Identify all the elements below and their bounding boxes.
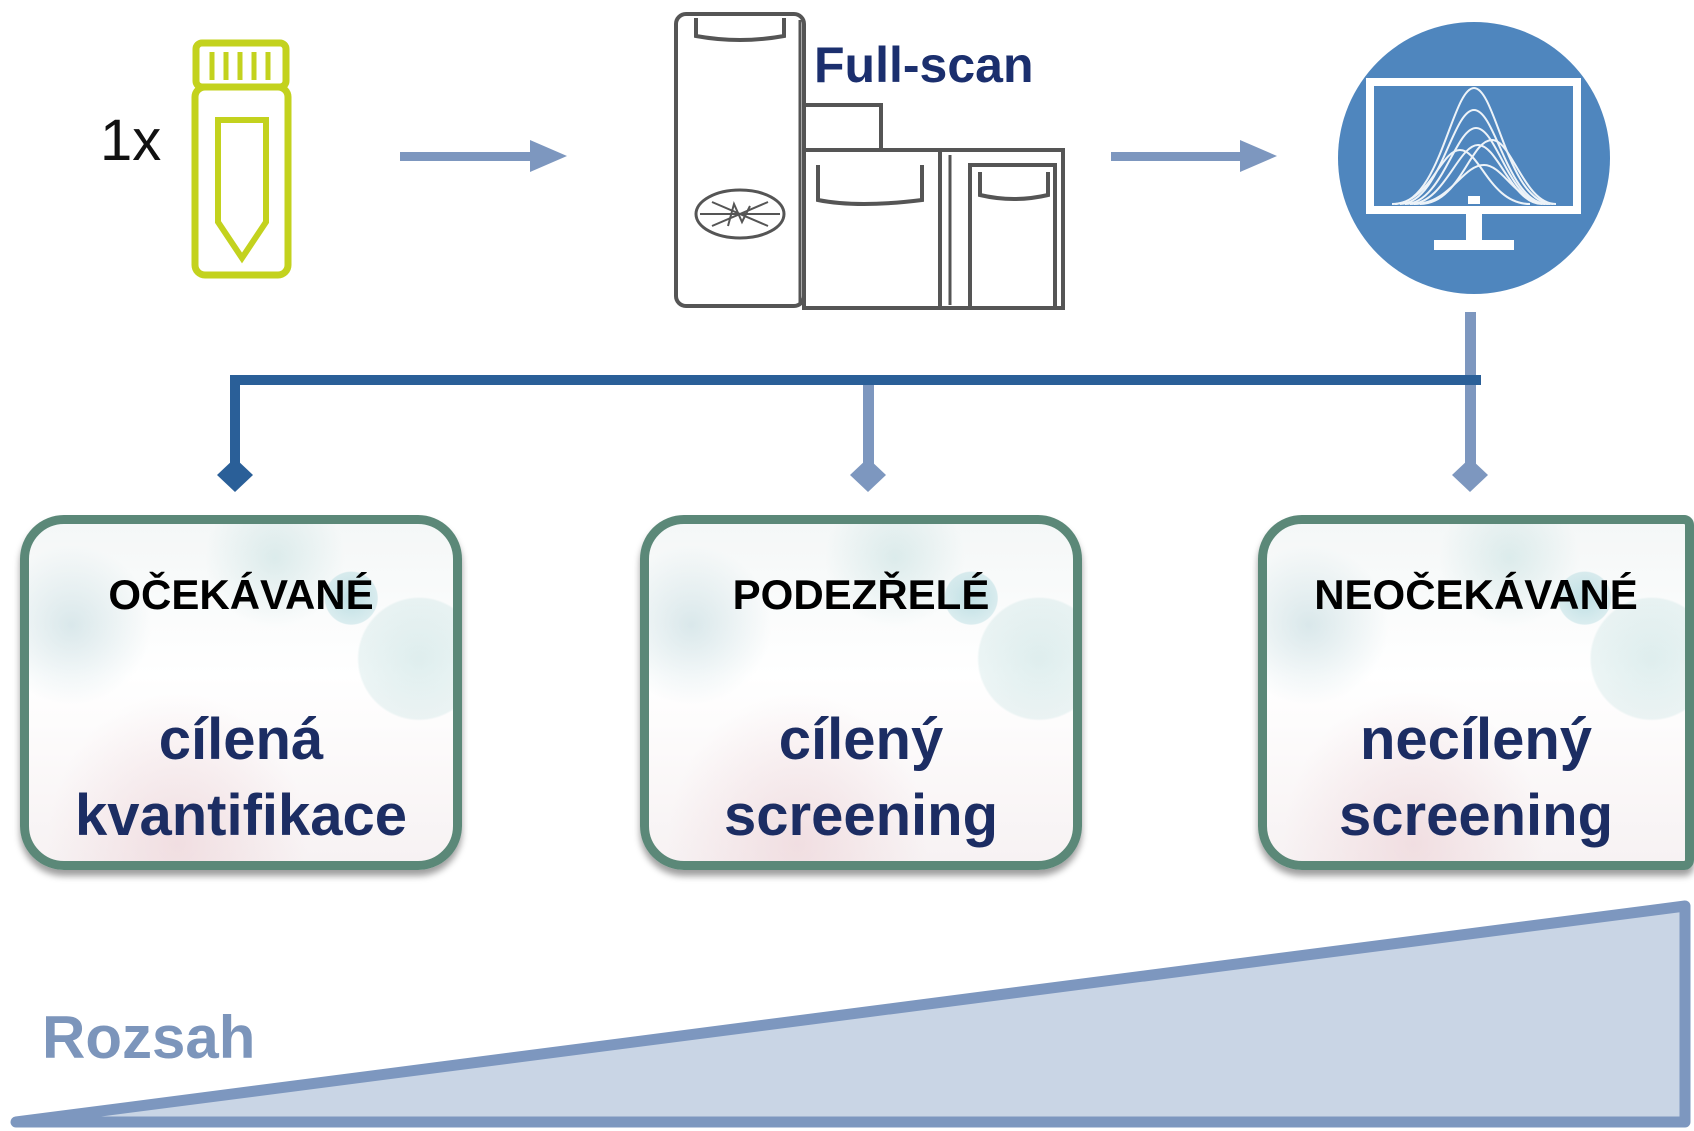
- category-method-line-2: kvantifikace: [74, 783, 408, 848]
- category-method-line-2: screening: [724, 783, 998, 848]
- full-scan-label: Full-scan: [814, 37, 1034, 93]
- category-method-line-1: necílený: [1359, 707, 1593, 772]
- category-card-suspect: PODEZŘELÉ cílený screening: [640, 515, 1082, 870]
- computer-monitor-chromatogram-icon: [1338, 22, 1610, 294]
- category-card-unexpected: NEOČEKÁVANÉ necílený screening: [1258, 515, 1694, 870]
- category-heading: OČEKÁVANÉ: [108, 571, 374, 618]
- branch-connector: [217, 312, 1488, 492]
- arrow-sample-to-instrument: [400, 140, 567, 172]
- scope-wedge: [10, 900, 1691, 1128]
- vial-icon: [191, 39, 292, 279]
- category-card-expected: OČEKÁVANÉ cílená kvantifikace: [20, 515, 462, 870]
- mass-spectrometer-icon: [674, 12, 1065, 310]
- category-method-line-1: cílený: [778, 707, 944, 772]
- sample-count-label: 1x: [100, 108, 162, 173]
- category-method-line-1: cílená: [158, 707, 324, 772]
- category-method: necílený screening: [1267, 702, 1685, 854]
- category-method: cílená kvantifikace: [29, 702, 453, 854]
- category-heading: NEOČEKÁVANÉ: [1314, 571, 1638, 618]
- category-heading: PODEZŘELÉ: [732, 571, 990, 618]
- category-method: cílený screening: [649, 702, 1073, 854]
- category-method-line-2: screening: [1339, 783, 1613, 848]
- arrow-instrument-to-computer: [1111, 140, 1277, 172]
- scope-label: Rozsah: [42, 1004, 256, 1071]
